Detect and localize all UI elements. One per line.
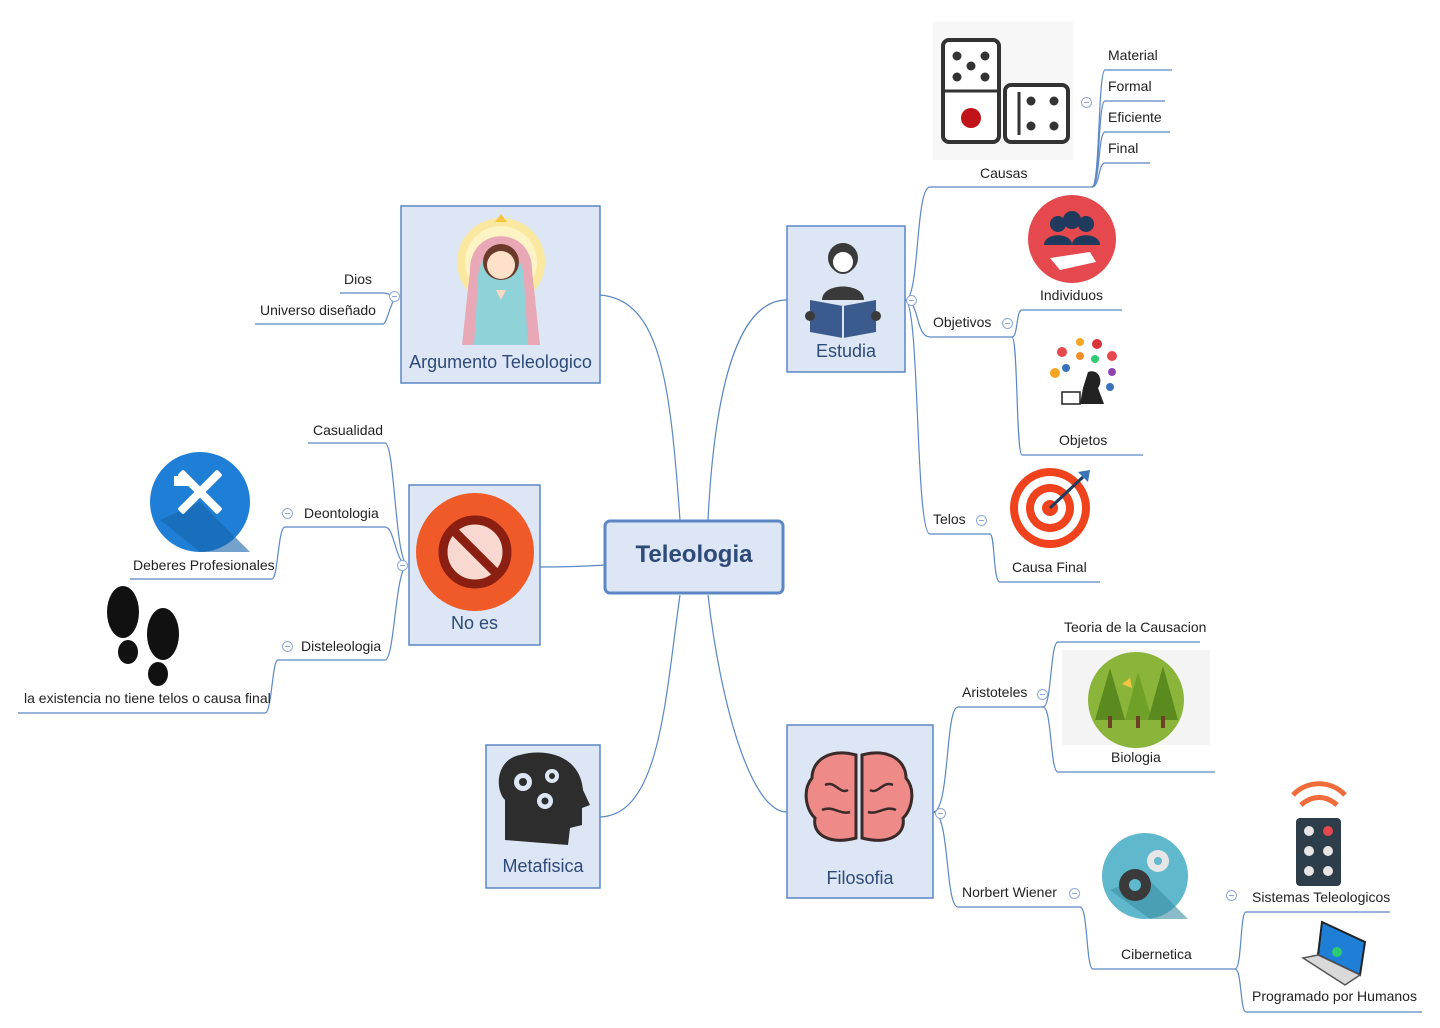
subtopic-teoria-causacion[interactable]: Teoria de la Causacion [1064, 619, 1207, 635]
subtopic-casualidad[interactable]: Casualidad [313, 422, 384, 438]
subtopic-norbert-wiener[interactable]: Norbert Wiener [962, 884, 1057, 900]
collapse-toggle-noes[interactable] [397, 560, 408, 571]
collapse-toggle-telos[interactable] [976, 515, 987, 526]
subtopic-causa-final[interactable]: Causa Final [1012, 559, 1087, 575]
subtopic-programado-por-humanos[interactable]: Programado por Humanos [1252, 988, 1417, 1004]
connector-teoria [1042, 641, 1200, 708]
forest-icon [1062, 650, 1210, 748]
subtopic-cibernetica[interactable]: Cibernetica [1121, 946, 1192, 962]
connector-noes [539, 564, 606, 568]
connector-deontologia [285, 526, 409, 566]
laptop-icon [1301, 920, 1367, 986]
central-topic-box[interactable] [603, 519, 785, 595]
topic-metafisica-label[interactable]: Metafisica [502, 856, 584, 876]
connector-individuos [1011, 309, 1122, 338]
dice-icon [933, 22, 1073, 160]
collapse-toggle-disteleologia[interactable] [282, 641, 293, 652]
subtopic-biologia[interactable]: Biologia [1111, 749, 1161, 765]
connector-causas [904, 186, 1092, 301]
cogs-icon [1102, 833, 1188, 919]
topic-filosofia-label[interactable]: Filosofia [826, 868, 894, 888]
subtopic-telos[interactable]: Telos [933, 511, 966, 527]
subtopic-individuos[interactable]: Individuos [1040, 287, 1104, 303]
topic-argumento-label[interactable]: Argumento Teleologico [409, 352, 592, 372]
objects-icon [1050, 338, 1117, 405]
subtopic-existencia-sin-telos[interactable]: la existencia no tiene telos o causa fin… [24, 690, 271, 706]
connector-metafisica [599, 594, 681, 818]
collapse-toggle-aristoteles[interactable] [1037, 689, 1048, 700]
subtopic-eficiente[interactable]: Eficiente [1108, 109, 1162, 125]
brain-icon [804, 751, 914, 842]
subtopic-objetivos[interactable]: Objetivos [933, 314, 992, 330]
subtopic-deontologia[interactable]: Deontologia [304, 505, 379, 521]
subtopic-deberes-profesionales[interactable]: Deberes Profesionales [133, 557, 275, 573]
reader-icon [805, 243, 881, 338]
connector-deberes [130, 526, 286, 580]
connector-cibernetica [1079, 906, 1235, 970]
collapse-toggle-cibernetica[interactable] [1226, 890, 1237, 901]
subtopic-final[interactable]: Final [1108, 140, 1139, 156]
subtopic-material[interactable]: Material [1108, 47, 1158, 63]
target-icon [1010, 468, 1090, 548]
collapse-toggle-estudia[interactable] [906, 295, 917, 306]
collapse-toggle-objetivos[interactable] [1002, 318, 1013, 329]
connector-estudia [707, 299, 788, 521]
collapse-toggle-causas[interactable] [1081, 97, 1092, 108]
connector-casualidad [308, 442, 409, 566]
connector-telos [904, 299, 990, 535]
subtopic-universo-disenado[interactable]: Universo diseñado [260, 302, 376, 318]
subtopic-causas[interactable]: Causas [980, 165, 1028, 181]
no-entry-icon [416, 493, 534, 611]
remote-icon [1291, 781, 1347, 886]
topic-noes-label[interactable]: No es [450, 613, 499, 633]
group-hand-icon [1028, 195, 1116, 283]
connector-argumento [599, 294, 681, 521]
connector-programado [1234, 968, 1422, 1013]
collapse-toggle-wiener[interactable] [1069, 888, 1080, 899]
connector-aristoteles [932, 706, 1043, 813]
connector-biologia [1042, 706, 1215, 773]
subtopic-disteleologia[interactable]: Disteleologia [301, 638, 382, 654]
collapse-toggle-argumento[interactable] [389, 291, 400, 302]
connector-sistemas [1234, 911, 1390, 970]
connector-objetos [1011, 336, 1143, 456]
topic-estudia-label[interactable]: Estudia [815, 341, 877, 361]
connector-final [1091, 162, 1150, 188]
head-gears-icon [498, 752, 590, 845]
central-topic-label[interactable]: Teleologia [635, 541, 753, 568]
connector-causa-final [989, 533, 1100, 583]
tools-icon [150, 452, 250, 552]
connector-existencia [18, 659, 279, 714]
collapse-toggle-deontologia[interactable] [282, 508, 293, 519]
collapse-toggle-filosofia[interactable] [935, 808, 946, 819]
subtopic-sistemas-teleologicos[interactable]: Sistemas Teleologicos [1252, 889, 1391, 905]
virgin-icon [457, 214, 545, 345]
subtopic-dios[interactable]: Dios [344, 271, 373, 287]
footprints-icon [107, 586, 179, 686]
subtopic-formal[interactable]: Formal [1108, 78, 1152, 94]
subtopic-aristoteles[interactable]: Aristoteles [962, 684, 1028, 700]
connector-filosofia [707, 594, 788, 813]
subtopic-objetos[interactable]: Objetos [1059, 432, 1108, 448]
